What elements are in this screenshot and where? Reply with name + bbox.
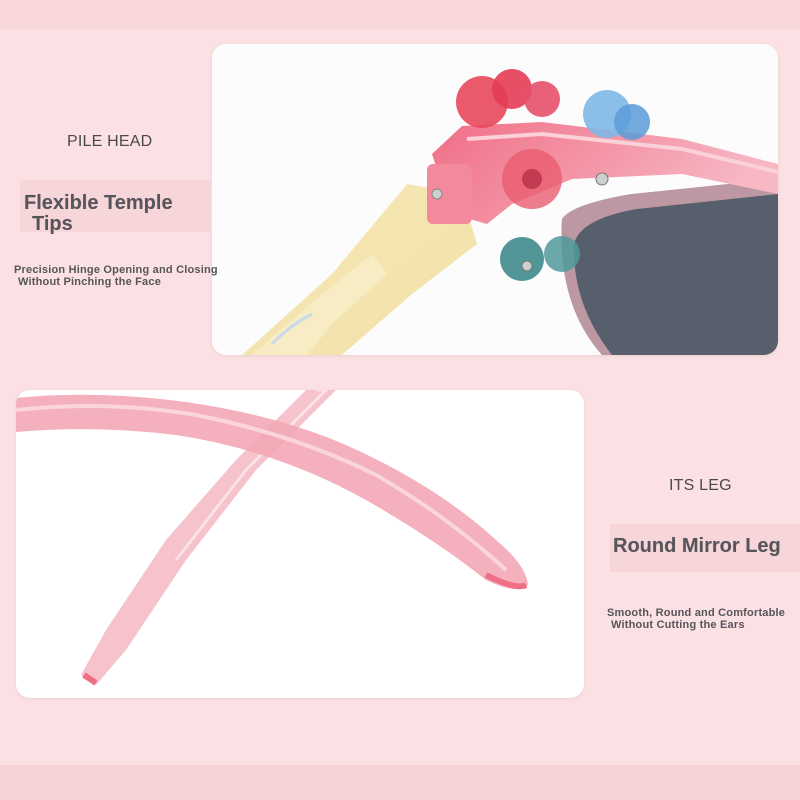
feature-desc-line2: Without Pinching the Face — [18, 276, 162, 288]
feature-title-line1: Flexible Temple — [24, 192, 173, 214]
temple-photo-panel — [16, 390, 584, 698]
sunglasses-hinge-photo — [242, 69, 778, 355]
feature-label-pile-head: PILE HEAD — [67, 133, 153, 150]
feature-desc-line1: Precision Hinge Opening and Closing — [14, 264, 218, 276]
feature-desc-line1: Smooth, Round and Comfortable — [607, 607, 786, 619]
feature-label-its-leg: ITS LEG — [669, 477, 732, 494]
feature-title-round-mirror-leg: Round Mirror Leg — [613, 535, 781, 557]
bottom-strip — [0, 765, 800, 800]
heading-highlight — [20, 180, 210, 232]
hinge-photo-panel — [212, 44, 778, 355]
feature-desc-line2: Without Cutting the Ears — [611, 619, 745, 631]
heading-highlight — [610, 524, 800, 572]
sunglasses-temple-photo — [16, 390, 528, 686]
feature-title-line2: Tips — [32, 213, 73, 235]
